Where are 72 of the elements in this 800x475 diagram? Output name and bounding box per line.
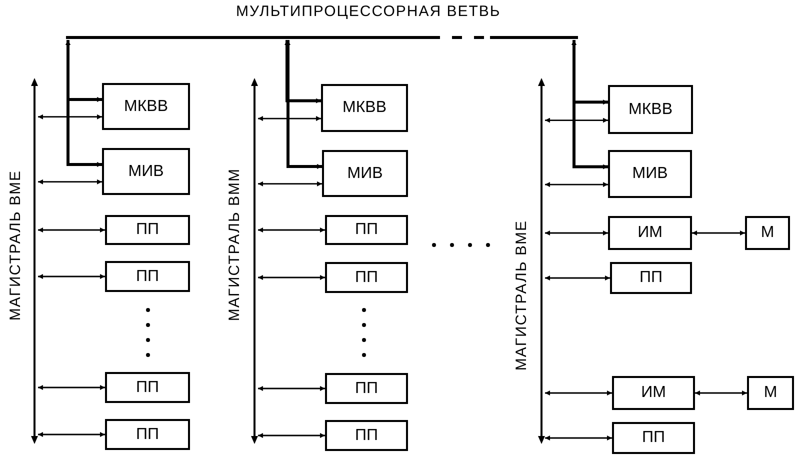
branch-label: МУЛЬТИПРОЦЕССОРНАЯ ВЕТВЬ xyxy=(236,4,501,19)
module-label: ИМ xyxy=(641,385,666,401)
module-box xyxy=(608,85,693,134)
module-label: ПП xyxy=(642,430,665,446)
connector-arrow xyxy=(38,228,105,232)
connector-arrow xyxy=(38,385,105,390)
connector-arrow xyxy=(258,228,325,232)
module-label: ИМ xyxy=(638,225,662,241)
module-box xyxy=(102,83,190,130)
bus-label: МАГИСТРАЛЬ ВМЕ xyxy=(8,170,23,321)
connector-arrow xyxy=(545,390,612,396)
connector-arrow xyxy=(545,118,608,123)
module-box xyxy=(612,376,695,410)
module-label: М xyxy=(764,385,778,401)
module-label: М xyxy=(760,225,774,241)
module-box xyxy=(325,373,408,404)
module-box xyxy=(105,372,190,403)
module-label: ПП xyxy=(136,426,159,442)
module-label: ПП xyxy=(136,268,159,284)
bus-label: МАГИСТРАЛЬ ВМЕ xyxy=(514,220,529,371)
connector-arrow xyxy=(545,182,608,188)
module-label: ПП xyxy=(136,222,159,238)
bus-line xyxy=(31,78,38,444)
module-label: МИВ xyxy=(632,166,668,182)
connector-arrow xyxy=(286,40,322,169)
module-label: ПП xyxy=(355,270,378,286)
module-box xyxy=(105,261,190,292)
module-label: ПП xyxy=(640,270,662,286)
module-box xyxy=(745,216,790,250)
module-label: ПП xyxy=(136,380,159,396)
bus-line xyxy=(66,35,578,40)
connector-arrow xyxy=(66,40,102,167)
bus-line xyxy=(251,78,258,444)
connector-arrow xyxy=(38,114,102,120)
module-box xyxy=(322,150,408,197)
connector-arrow xyxy=(258,386,325,391)
connector-arrow xyxy=(692,230,745,236)
bus-line xyxy=(538,78,545,444)
module-box xyxy=(325,262,408,293)
module-box xyxy=(105,215,190,245)
module-box xyxy=(105,419,190,450)
module-box xyxy=(321,84,408,132)
module-box xyxy=(325,420,408,451)
connector-arrow xyxy=(258,275,325,280)
module-label: МИВ xyxy=(128,164,164,180)
module-label: ПП xyxy=(355,380,378,396)
module-box xyxy=(610,262,692,294)
connector-arrow xyxy=(545,436,612,440)
connector-arrow xyxy=(572,40,608,170)
connector-arrow xyxy=(545,230,608,236)
module-box xyxy=(325,215,408,245)
connector-arrow xyxy=(284,40,321,104)
connector-arrow xyxy=(258,116,321,122)
module-box xyxy=(102,148,190,195)
connector-arrow xyxy=(695,390,747,396)
module-label: ПП xyxy=(355,428,378,444)
connector-arrow xyxy=(258,181,322,186)
module-label: МКВВ xyxy=(124,98,168,114)
module-box xyxy=(747,376,794,410)
module-label: МКВВ xyxy=(342,100,386,116)
module-label: МКВВ xyxy=(628,102,672,118)
module-label: ПП xyxy=(355,222,378,238)
connector-arrow xyxy=(545,276,610,280)
connector-arrow xyxy=(38,179,102,184)
connector-arrow xyxy=(38,432,105,437)
module-box xyxy=(608,150,692,198)
bus-label: МАГИСТРАЛЬ ВММ xyxy=(227,168,242,322)
connector-arrow xyxy=(258,433,325,438)
module-box xyxy=(612,422,695,454)
module-label: МИВ xyxy=(347,166,383,182)
connector-arrow xyxy=(38,274,105,279)
module-box xyxy=(608,216,692,250)
